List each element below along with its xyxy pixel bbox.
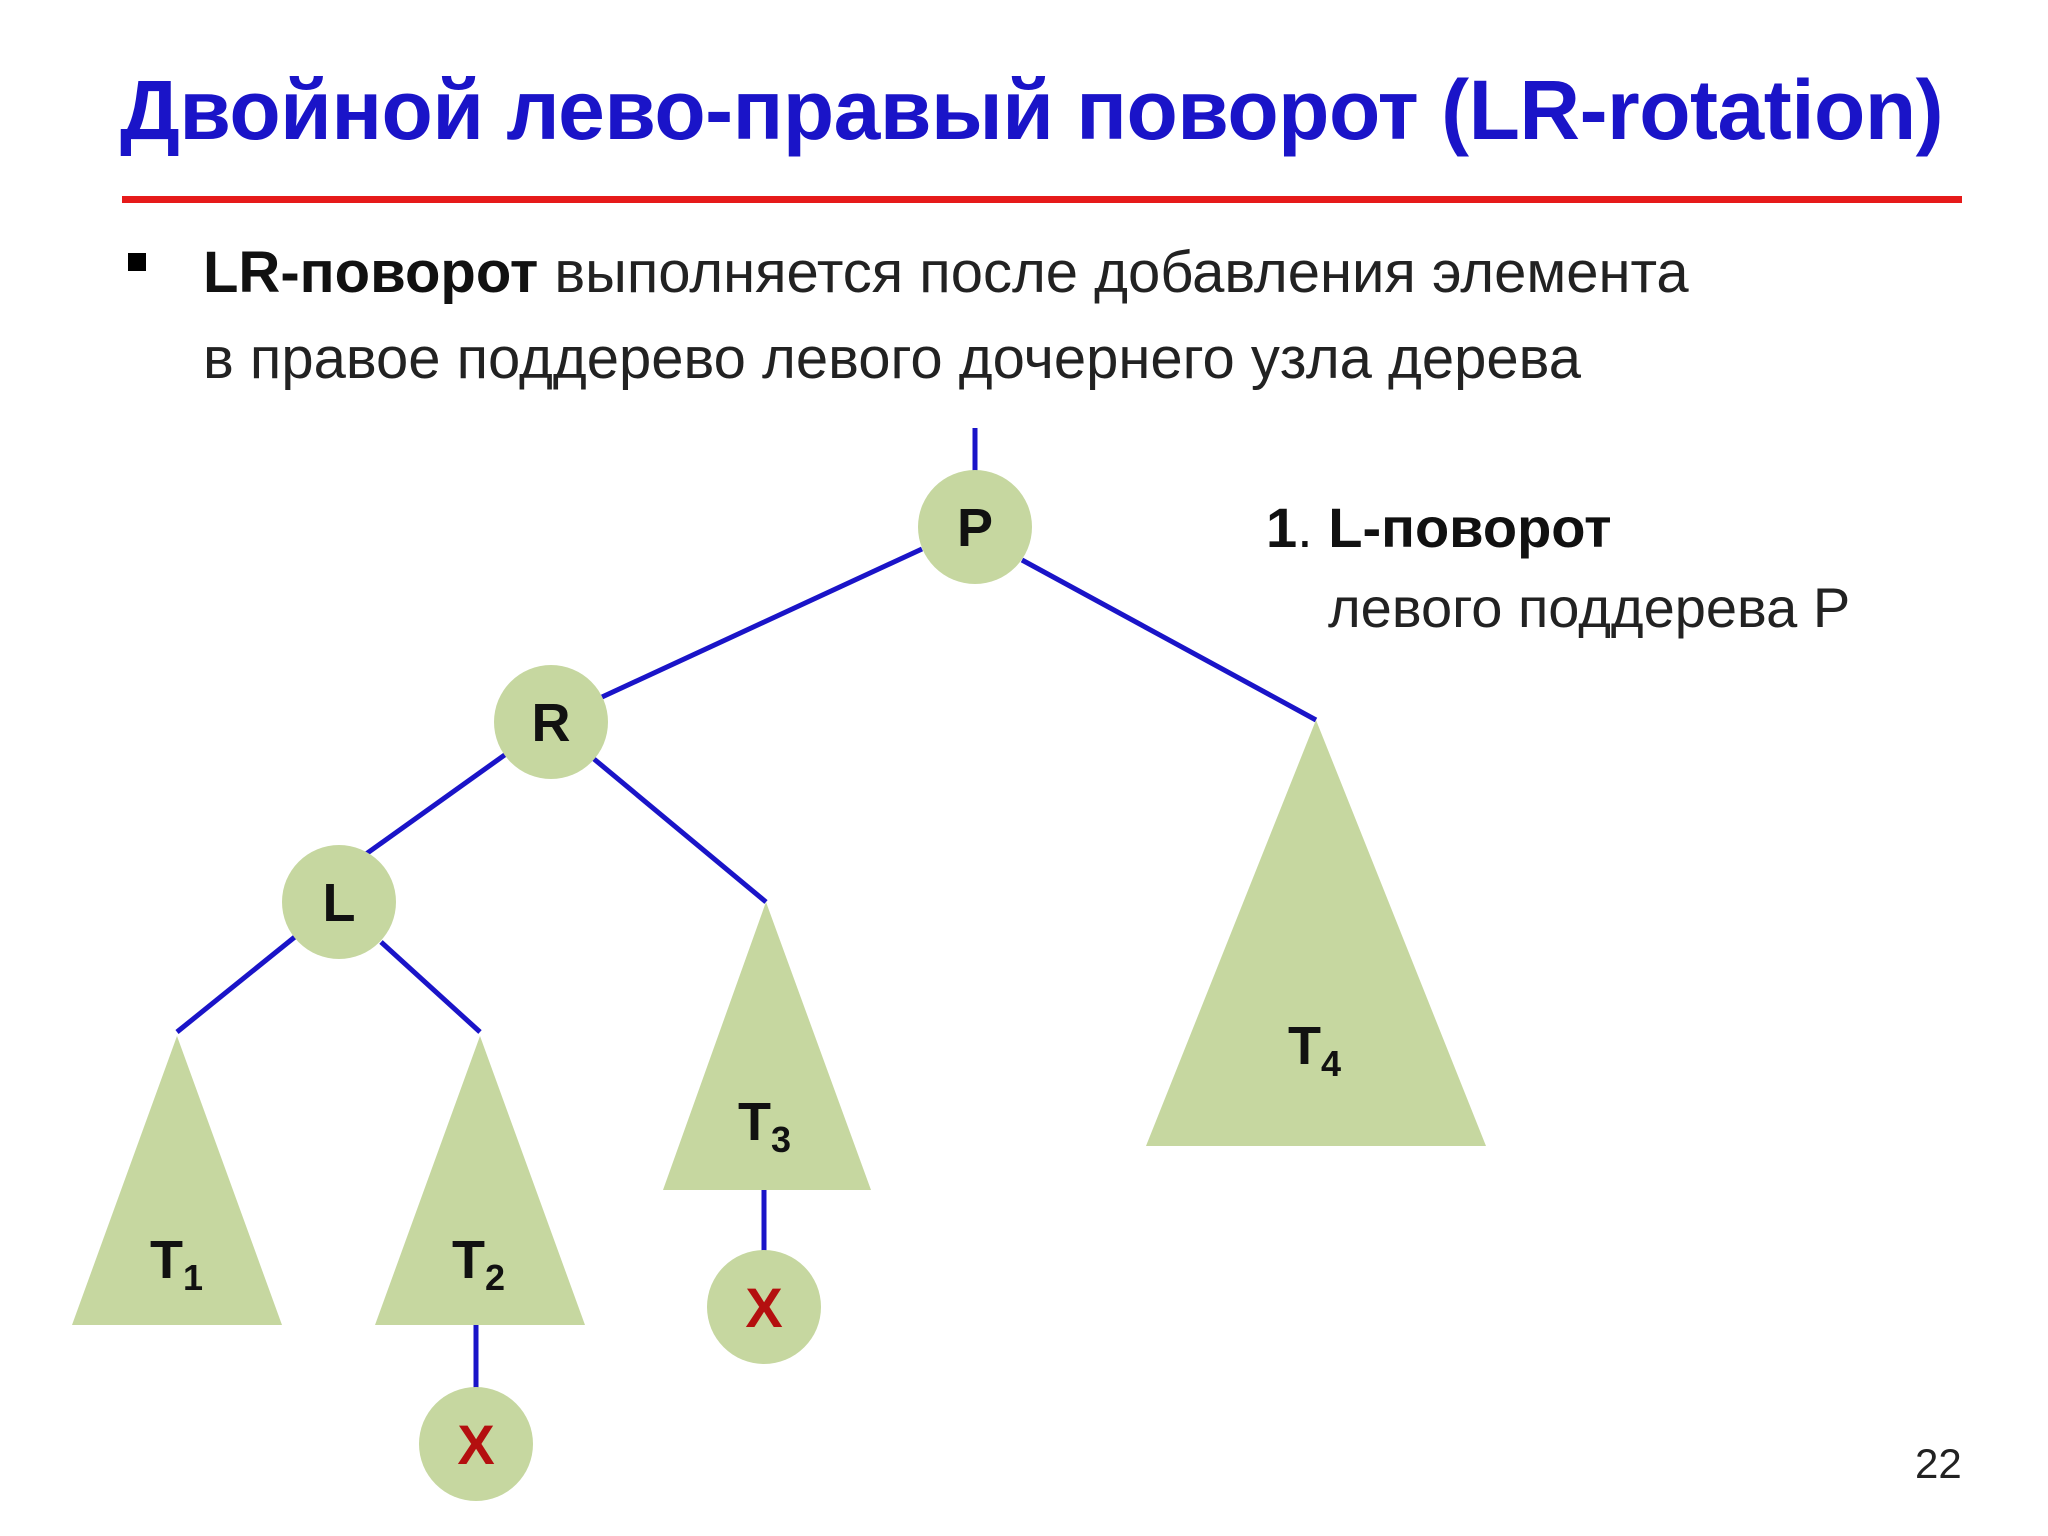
subtree-T4-label: T4	[1288, 1016, 1341, 1084]
edge-L-T2	[379, 940, 482, 1034]
slide-title: Двойной лево-правый поворот (LR-rotation…	[120, 63, 1944, 157]
node-L-circle	[282, 845, 396, 959]
subtree-T3-label: T3	[738, 1092, 791, 1160]
node-X-under-T3-label: X	[745, 1276, 782, 1339]
node-R-label: R	[532, 693, 571, 753]
node-X-under-T2-circle	[419, 1387, 533, 1501]
edge-L-T1	[175, 934, 298, 1034]
edge-R-T3	[592, 757, 768, 904]
subtree-T4-triangle	[1146, 720, 1486, 1146]
subtree-T2-label: T2	[452, 1230, 505, 1298]
edge-R-L	[364, 751, 508, 857]
bullet-line-1: выполняется после добавления элемента	[538, 240, 1689, 305]
subtree-T1-triangle	[72, 1036, 282, 1325]
node-P-label: P	[957, 498, 993, 558]
subtree-T2-triangle	[375, 1036, 585, 1325]
step-separator: .	[1297, 496, 1329, 559]
edge-P-R	[600, 546, 924, 700]
bullet-text: LR-поворот выполняется после добавления …	[203, 230, 1903, 402]
bullet-square-icon	[128, 253, 146, 271]
step-caption: 1. L-поворот левого поддерева P	[1266, 488, 1850, 648]
bullet-bold-term: LR-поворот	[203, 240, 539, 305]
node-P-circle	[918, 470, 1032, 584]
subtree-T3-triangle	[663, 902, 871, 1190]
edge-P-T4	[1020, 557, 1318, 723]
node-X-under-T2-label: X	[457, 1413, 494, 1476]
step-number: 1	[1266, 496, 1298, 559]
node-R-circle	[494, 665, 608, 779]
node-L-label: L	[323, 873, 356, 933]
step-subtitle: левого поддерева P	[1328, 576, 1851, 639]
bullet-line-2: в правое поддерево левого дочернего узла…	[203, 326, 1582, 391]
page-number: 22	[1915, 1440, 1962, 1487]
title-underline	[122, 196, 1962, 203]
subtree-T1-label: T1	[150, 1230, 203, 1298]
node-X-under-T3-circle	[707, 1250, 821, 1364]
step-title: L-поворот	[1328, 496, 1612, 559]
